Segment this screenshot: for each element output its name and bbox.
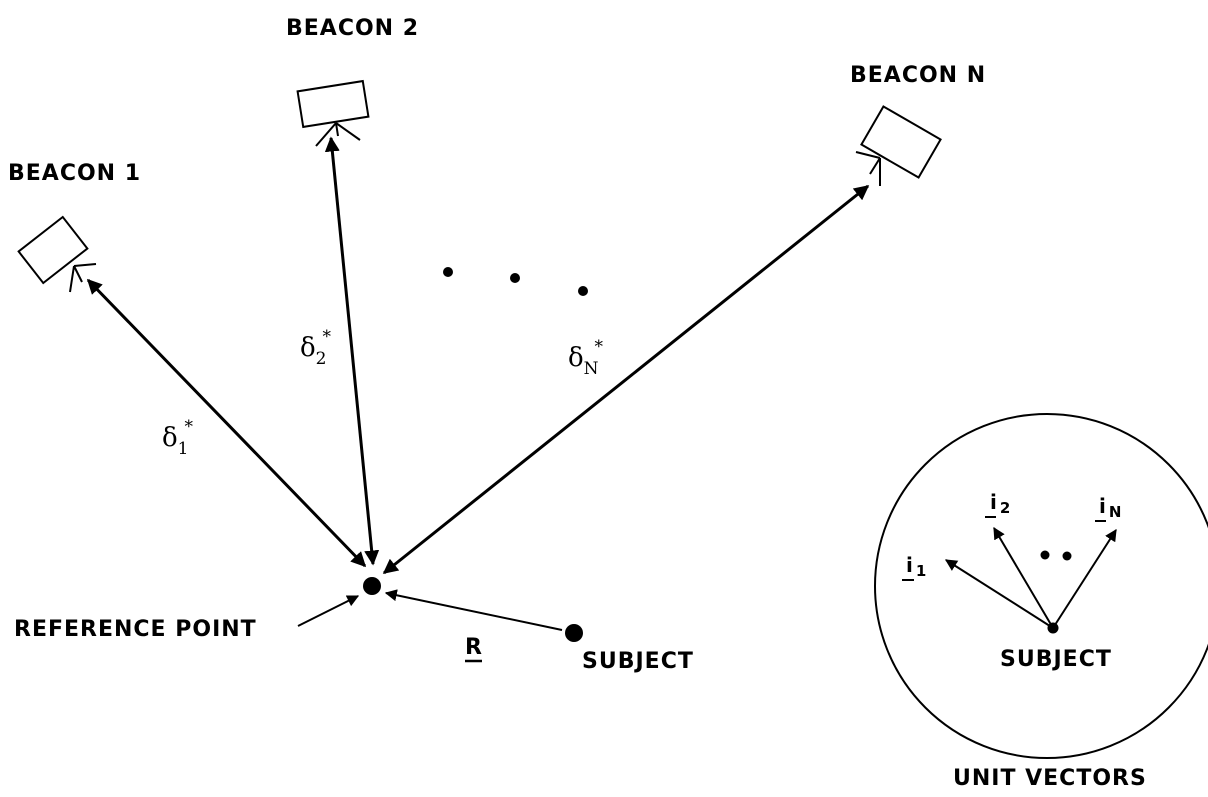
unit-vector-1-arrow: [944, 559, 1054, 629]
delta-1-label: δ1*: [162, 417, 193, 459]
beacon-2-label: BEACON 2: [286, 16, 419, 41]
distance-arrow-1: [86, 278, 367, 568]
inset-ellipsis-dot-2: [1062, 551, 1072, 561]
distance-arrow-2: [324, 136, 380, 566]
subject-dot: [565, 624, 583, 642]
ellipsis-dot-3: [578, 286, 588, 296]
ellipsis-dot-2: [510, 273, 520, 283]
beacon-2-body: [296, 79, 370, 129]
distance-arrow-n: [382, 184, 870, 575]
unit-vector-2-arrow: [993, 526, 1054, 629]
beacon-n-tripod: [855, 151, 881, 186]
reference-point-label: REFERENCE POINT: [14, 617, 257, 642]
unit-vectors-caption: UNIT VECTORS: [953, 766, 1147, 791]
beacon-1-body: [17, 215, 89, 285]
beacon-n-label: BEACON N: [850, 63, 986, 88]
beacon-2-tripod: [315, 122, 361, 147]
beacon-1-tripod: [69, 263, 97, 293]
beacon-1: [17, 215, 97, 293]
unit-vector-n-arrow: [1052, 528, 1117, 629]
beacon-n-body: [860, 105, 942, 179]
r-vector-arrow: [384, 589, 563, 631]
reference-point-dot: [363, 577, 381, 595]
r-vector-label: R: [465, 635, 483, 660]
beacon-1-label: BEACON 1: [8, 161, 141, 186]
beacon-n: [855, 105, 942, 186]
beacon-2: [296, 79, 370, 147]
inset-ellipsis-dot-1: [1040, 550, 1050, 560]
inset-subject-label: SUBJECT: [1000, 647, 1112, 672]
delta-2-label: δ2*: [300, 327, 331, 369]
delta-n-label: δN*: [568, 337, 604, 379]
reference-point-pointer: [297, 595, 360, 627]
subject-label: SUBJECT: [582, 649, 694, 674]
ellipsis-dot-1: [443, 267, 453, 277]
unit-vectors-circle: [874, 413, 1208, 759]
